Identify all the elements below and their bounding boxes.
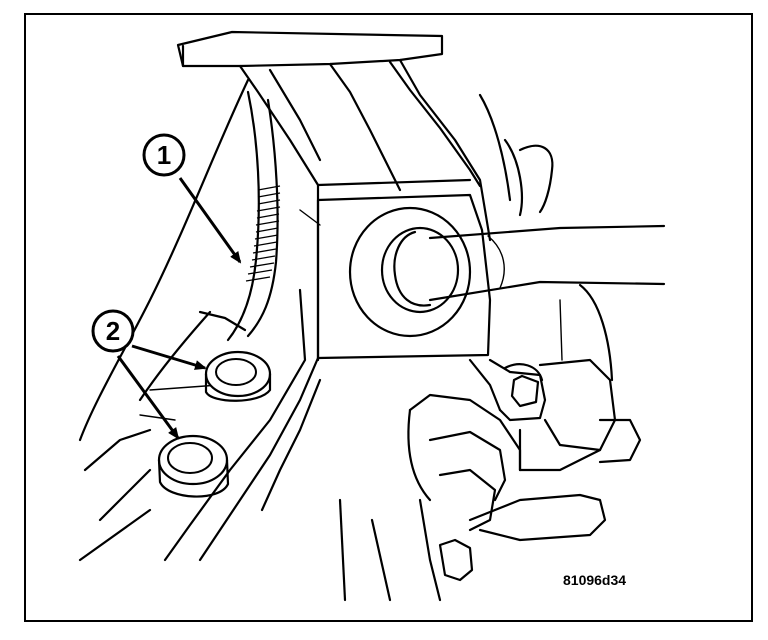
callout-1-leader [178, 177, 242, 264]
figure-id-label: 81096d34 [563, 572, 626, 588]
grommet-upper [204, 350, 272, 402]
callout-2-leader-upper [131, 344, 207, 370]
cable-sheath-hatching [245, 185, 281, 282]
callout-2-leader-lower [116, 355, 180, 440]
figure-frame [24, 13, 753, 622]
grommet-lower [157, 434, 230, 498]
mechanical-assembly-drawing [78, 30, 666, 602]
callout-1: 1 [142, 133, 186, 177]
callout-2-number: 2 [106, 316, 120, 346]
callout-1-number: 1 [157, 140, 171, 170]
callout-2: 2 [91, 309, 135, 353]
